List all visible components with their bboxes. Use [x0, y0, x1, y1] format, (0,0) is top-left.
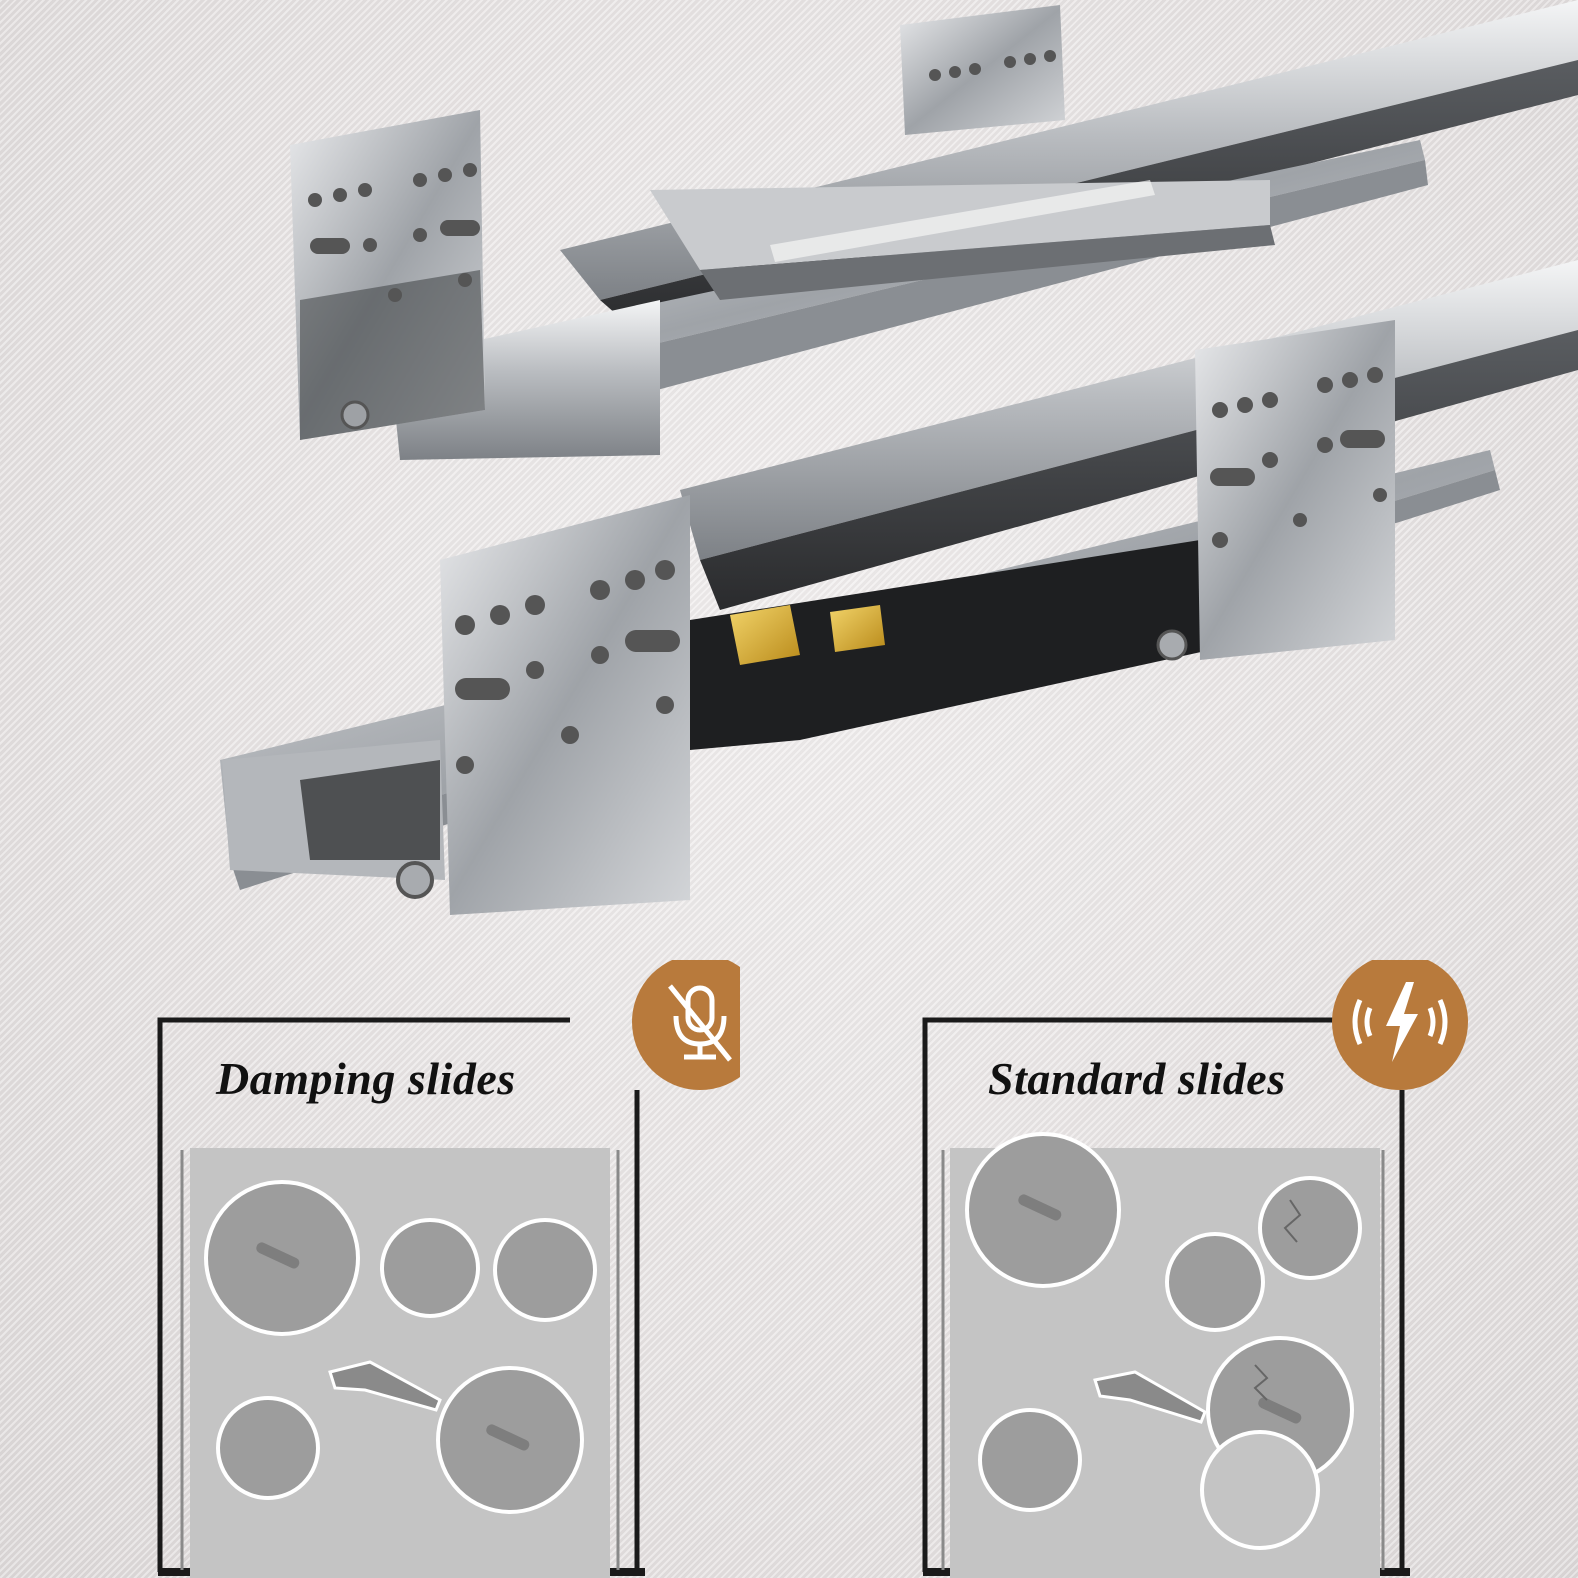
vibration-lightning-icon [1330, 952, 1470, 1092]
lower-slide [220, 260, 1578, 915]
standard-drawer-illustration [922, 960, 1468, 1578]
muted-microphone-icon [630, 952, 770, 1092]
damping-slides-label: Damping slides [216, 1053, 516, 1104]
standard-slides-label: Standard slides [988, 1053, 1286, 1104]
damping-drawer-illustration [157, 960, 740, 1578]
upper-slide [290, 0, 1578, 460]
drawer-slides-illustration [220, 0, 1578, 915]
